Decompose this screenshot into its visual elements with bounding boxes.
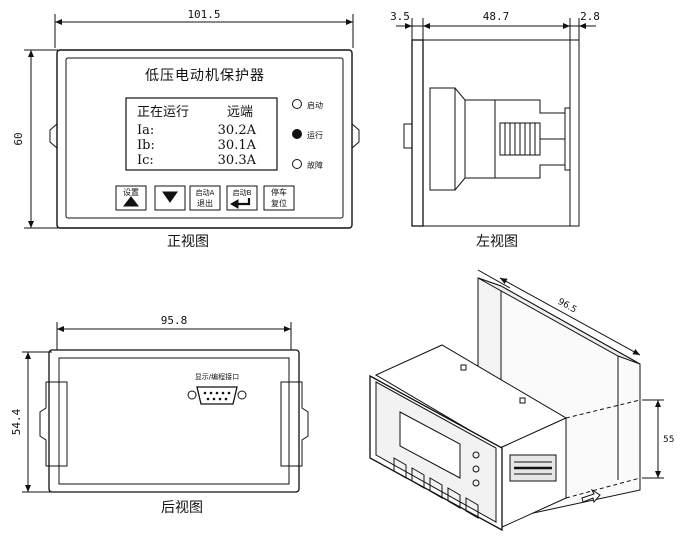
clip-body (429, 87, 456, 191)
iso-btn-2 (411, 467, 425, 489)
db9-screw-left (187, 390, 197, 400)
iso-height-label: 55 (663, 435, 674, 445)
left-bezel-latch (403, 123, 413, 149)
left-dim-a-label: 3.5 (390, 10, 410, 23)
iso-guide-1 (565, 399, 641, 419)
front-left-latch (49, 122, 58, 150)
left-view-caption: 左视图 (476, 234, 518, 250)
clip-top (430, 87, 565, 114)
iso-depth-label: 96.5 (556, 297, 578, 315)
left-view (396, 18, 596, 227)
btn-setup[interactable] (115, 185, 147, 211)
rear-width-label: 95.8 (161, 314, 188, 327)
port-label: 显示/编程接口 (195, 372, 239, 381)
btn-exit-label: 退出 (197, 198, 213, 208)
front-panel-inner (65, 57, 344, 219)
rear-view-caption: 后视图 (161, 500, 203, 516)
iso-top-screw-1 (460, 364, 467, 371)
left-bezel (411, 39, 424, 227)
lcd-ib-value: 30.1A (218, 138, 257, 153)
iso-lcd (399, 411, 461, 479)
iso-led-3 (472, 479, 480, 487)
clip-end (564, 107, 571, 171)
iso-depth-ext-1 (477, 269, 511, 289)
lcd-ia-label: Ia: (137, 123, 154, 138)
db9-connector (196, 386, 238, 405)
btn-start-a[interactable] (189, 185, 221, 211)
front-view-caption: 正视图 (167, 234, 209, 250)
rear-left-clip (39, 381, 59, 467)
enter-arrowhead-icon (229, 199, 239, 209)
db9-pins (203, 391, 231, 401)
led-fault-label: 故障 (307, 160, 323, 170)
btn-down[interactable] (154, 185, 186, 211)
panel-title: 低压电动机保护器 (145, 68, 265, 84)
clip-bottom (430, 164, 565, 191)
iso-btn-5 (465, 497, 479, 519)
led-fault (292, 159, 302, 169)
left-dim-c-label: 2.8 (580, 10, 600, 23)
btn-start-a-label: 启动A (196, 188, 215, 197)
lcd-ic-label: Ic: (137, 153, 154, 168)
rear-height-label: 54.4 (10, 408, 23, 435)
rear-left-clip-inner (58, 381, 68, 467)
led-start-label: 启动 (307, 100, 323, 110)
enter-arrow-icon (236, 198, 251, 206)
led-start (292, 99, 302, 109)
led-run (292, 129, 302, 139)
iso-guide-2 (565, 477, 641, 499)
iso-led-1 (472, 451, 480, 459)
rear-view (22, 322, 309, 493)
rear-frame-outer (48, 349, 300, 493)
left-rear-plate (569, 39, 580, 227)
btn-start-b-label: 启动B (233, 188, 252, 197)
iso-top-screw-2 (519, 397, 526, 404)
lcd-ic-value: 30.3A (218, 153, 257, 168)
front-height-label: 60 (12, 132, 25, 145)
lcd-ib-label: Ib: (137, 138, 155, 153)
front-view (24, 14, 360, 229)
lcd-status-text: 正在运行 (137, 105, 189, 120)
btn-stop-reset[interactable] (263, 185, 295, 211)
rear-right-clip (289, 381, 309, 467)
iso-led-2 (472, 465, 480, 473)
front-width-label: 101.5 (187, 8, 220, 21)
iso-btn-4 (447, 487, 461, 509)
front-right-latch (351, 122, 360, 150)
insert-direction-icon (581, 488, 601, 504)
lcd-ia-value: 30.2A (218, 123, 257, 138)
lcd-mode-text: 远端 (227, 105, 253, 120)
iso-view (369, 269, 664, 532)
iso-depth-dim-line (499, 277, 641, 356)
rear-frame-inner (58, 357, 290, 485)
up-triangle-icon (122, 196, 140, 207)
btn-stop-label: 停车 (271, 187, 287, 197)
rear-right-clip-inner (280, 381, 290, 467)
db9-screw-right (237, 390, 247, 400)
led-run-label: 运行 (307, 130, 323, 140)
left-dim-b-label: 48.7 (483, 10, 510, 23)
btn-reset-label: 复位 (271, 198, 287, 208)
down-triangle-icon (162, 191, 178, 203)
clip-arm (464, 99, 496, 179)
btn-start-b[interactable] (226, 185, 258, 211)
iso-btn-3 (429, 477, 443, 499)
btn-setup-label: 设置 (123, 187, 139, 197)
left-housing (422, 39, 571, 227)
iso-btn-1 (393, 457, 407, 479)
lcd-screen (125, 97, 278, 171)
